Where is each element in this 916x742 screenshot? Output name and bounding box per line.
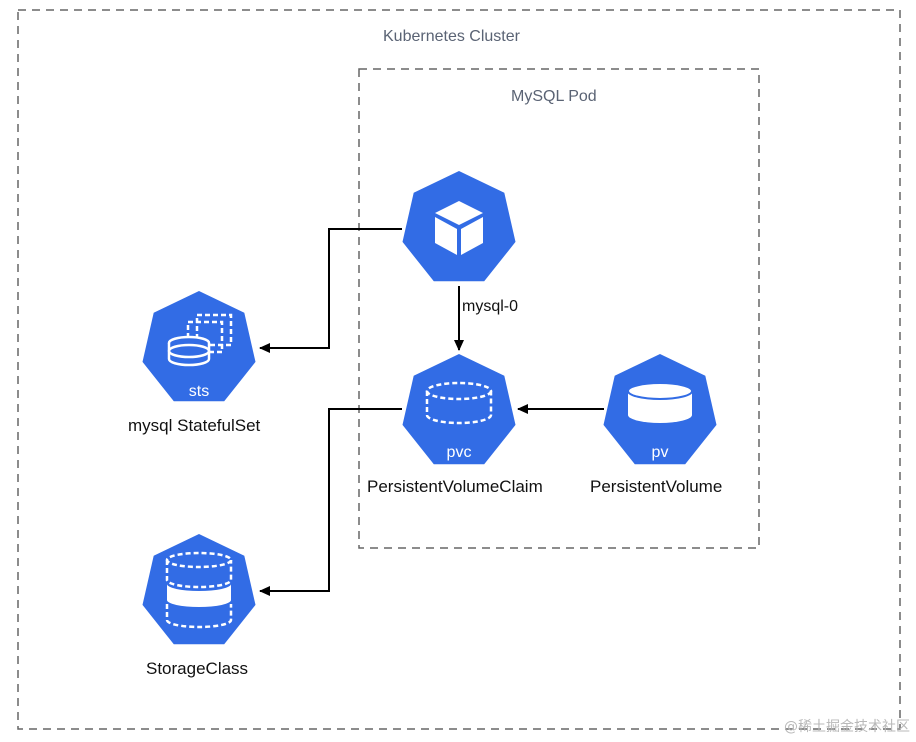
storageclass-node-shape	[142, 534, 256, 645]
pv-badge: pv	[652, 444, 669, 461]
edge-label-mysql-0: mysql-0	[462, 298, 518, 315]
statefulset-badge: sts	[189, 383, 209, 400]
pod-node[interactable]	[402, 171, 516, 282]
cluster-title: Kubernetes Cluster	[383, 28, 520, 45]
pvc-label: PersistentVolumeClaim	[367, 477, 543, 496]
cluster-boundary	[17, 9, 901, 730]
pv-node[interactable]: pv	[603, 354, 717, 465]
storageclass-node[interactable]	[142, 534, 256, 645]
pod-title: MySQL Pod	[511, 88, 597, 105]
pod-boundary	[358, 68, 760, 549]
pvc-node[interactable]: pvc	[402, 354, 516, 465]
storageclass-label: StorageClass	[146, 659, 249, 678]
statefulset-node[interactable]: sts	[142, 291, 256, 402]
edge-pod-to-statefulset	[259, 228, 402, 353]
pv-volume-icon	[627, 382, 693, 423]
pv-label: PersistentVolume	[590, 477, 723, 496]
statefulset-icon	[167, 313, 233, 367]
cube-icon	[435, 201, 483, 255]
pvc-volume-icon	[425, 381, 493, 425]
storage-stack-icon	[165, 551, 233, 629]
edge-pvc-to-storageclass	[259, 408, 402, 596]
pvc-badge: pvc	[447, 444, 472, 461]
watermark: @稀土掘金技术社区	[784, 719, 910, 735]
pod-node-shape	[402, 171, 516, 282]
pvc-node-shape	[402, 354, 516, 465]
statefulset-label: mysql StatefulSet	[128, 416, 261, 435]
